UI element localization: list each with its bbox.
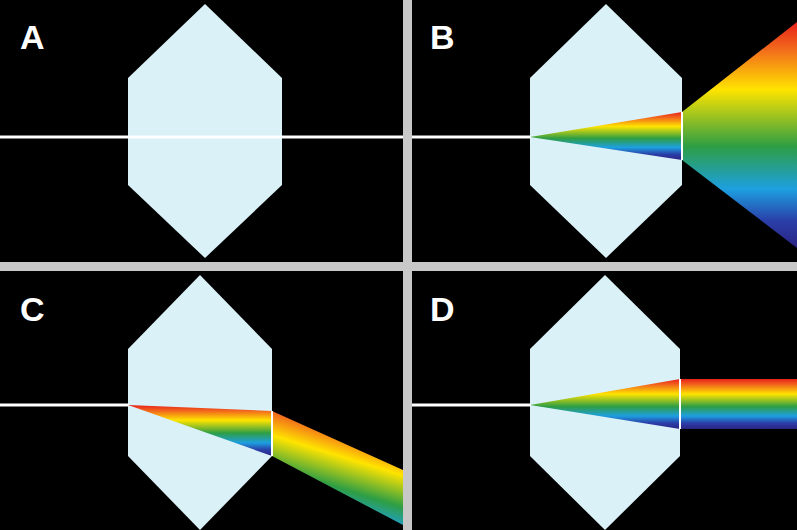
prism: [530, 4, 682, 258]
prism-face: [679, 379, 681, 429]
panel-ground: [0, 0, 403, 262]
spectrum-inside: [128, 405, 272, 456]
prism-face: [271, 411, 273, 456]
prism: [128, 4, 282, 258]
spectrum-outside: [272, 411, 403, 525]
panel-d: [412, 271, 797, 530]
spectrum-outside: [682, 22, 797, 248]
panel-ground: [0, 271, 403, 530]
panel-letter: B: [430, 20, 455, 54]
spectrum-outside: [680, 379, 797, 429]
panel-letter: D: [430, 292, 455, 326]
prism-face: [681, 112, 683, 160]
panel-b: [412, 0, 797, 262]
light-beam: [412, 404, 531, 407]
spectrum-inside: [530, 379, 680, 429]
light-beam: [0, 136, 403, 139]
panel-a: [0, 0, 403, 262]
panel-letter: C: [20, 292, 45, 326]
light-beam: [0, 404, 129, 407]
light-beam: [412, 136, 531, 139]
prism: [128, 275, 272, 530]
panel-letter: A: [20, 20, 45, 54]
spectrum-inside: [530, 112, 682, 160]
prism: [530, 275, 680, 530]
panel-c: [0, 271, 403, 530]
panel-ground: [412, 271, 797, 530]
panel-ground: [412, 0, 797, 262]
